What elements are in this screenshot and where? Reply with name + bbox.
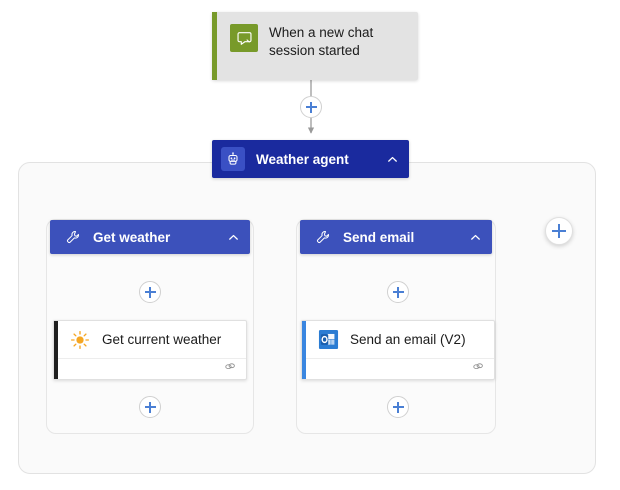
action-card-get-current-weather[interactable]: Get current weather: [53, 320, 247, 380]
connection-link-icon-email[interactable]: [471, 360, 485, 379]
action-card-row-email: Send an email (V2): [306, 321, 494, 359]
connection-link-icon[interactable]: [223, 360, 237, 379]
action-card-footer-email: [306, 359, 494, 380]
agent-node-header[interactable]: Weather agent: [212, 140, 409, 178]
trigger-accent-bar: [212, 12, 217, 80]
add-step-before-send-an-email-button[interactable]: [387, 281, 409, 303]
action-label-get-current-weather: Get current weather: [102, 332, 222, 347]
plus-icon-v: [397, 401, 399, 413]
outlook-mail-icon: [317, 329, 339, 351]
plus-icon-v: [149, 286, 151, 298]
add-step-after-get-current-weather-button[interactable]: [139, 396, 161, 418]
tool-node-header-send-email[interactable]: Send email: [300, 220, 492, 254]
action-card-row: Get current weather: [58, 321, 246, 359]
robot-agent-icon: [221, 147, 245, 171]
add-step-after-send-an-email-button[interactable]: [387, 396, 409, 418]
action-card-body-email: Send an email (V2): [306, 321, 494, 379]
agent-title: Weather agent: [256, 151, 349, 167]
tool-title-get-weather: Get weather: [93, 229, 171, 245]
plus-icon-v: [149, 401, 151, 413]
add-step-after-trigger-button[interactable]: [300, 96, 322, 118]
action-card-body: Get current weather: [58, 321, 246, 379]
add-tool-button[interactable]: [545, 217, 573, 245]
plus-icon-v: [397, 286, 399, 298]
chevron-up-icon[interactable]: [384, 153, 400, 166]
action-card-send-an-email[interactable]: Send an email (V2): [301, 320, 495, 380]
plus-icon-v: [310, 101, 312, 113]
tool-node-header-get-weather[interactable]: Get weather: [50, 220, 250, 254]
action-label-send-an-email: Send an email (V2): [350, 332, 466, 347]
wrench-tool-icon: [62, 226, 84, 248]
action-card-footer: [58, 359, 246, 380]
chevron-up-icon-get-weather[interactable]: [225, 231, 241, 244]
add-step-before-get-current-weather-button[interactable]: [139, 281, 161, 303]
sun-weather-icon: [69, 329, 91, 351]
chevron-up-icon-send-email[interactable]: [467, 231, 483, 244]
chat-bubble-icon: [230, 24, 258, 52]
action-accent-bar-email: [302, 321, 306, 379]
action-accent-bar: [54, 321, 58, 379]
plus-icon-v: [558, 224, 560, 238]
trigger-card[interactable]: When a new chat session started: [212, 12, 418, 80]
trigger-label: When a new chat session started: [269, 25, 374, 58]
tool-title-send-email: Send email: [343, 229, 415, 245]
trigger-body: When a new chat session started: [217, 12, 414, 70]
wrench-tool-icon-send-email: [312, 226, 334, 248]
